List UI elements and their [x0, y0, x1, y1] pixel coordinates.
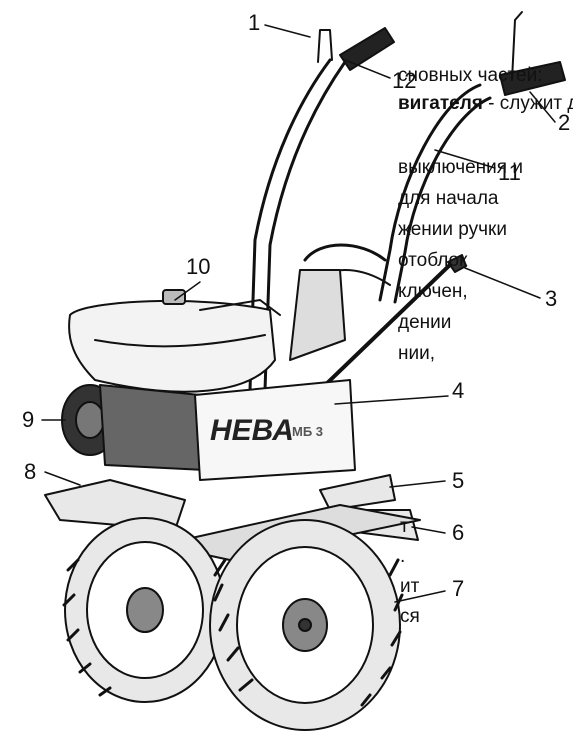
leader-3 — [464, 267, 541, 299]
right-grip — [499, 61, 566, 96]
text-line-10: т — [400, 516, 409, 537]
gear-shift-rod — [318, 258, 457, 392]
leader-11 — [434, 149, 496, 169]
text-line-7: ключен, — [398, 281, 468, 302]
text-line-4: для начала — [398, 188, 499, 209]
callout-8: 8 — [24, 459, 37, 484]
leader-7 — [394, 590, 446, 603]
text-line-2-rest: - служит для — [488, 93, 573, 114]
text-line-1: сновных частей: — [398, 65, 543, 86]
callout-10: 10 — [186, 254, 211, 279]
callout-5: 5 — [452, 468, 465, 493]
text-line-2: вигателя - служит для — [398, 92, 573, 115]
leader-8 — [44, 471, 81, 486]
fuel-cap — [162, 289, 186, 305]
text-line-11: . — [400, 546, 406, 567]
leader-1 — [264, 24, 311, 38]
text-line-8: дении — [398, 312, 452, 333]
leader-10 — [174, 281, 201, 301]
text-line-5: жении ручки — [398, 219, 507, 240]
transmission-cover — [194, 379, 356, 481]
left-handle-bar — [248, 58, 332, 392]
callout-12: 12 — [392, 68, 417, 93]
text-line-3: выключения и — [398, 157, 523, 178]
text-line-9: нии, — [398, 343, 435, 364]
callout-1: 1 — [248, 10, 261, 35]
brand-logo: НЕВА — [210, 414, 294, 447]
leader-6 — [411, 526, 446, 534]
callout-3: 3 — [545, 286, 558, 311]
clutch-lever — [317, 29, 333, 63]
text-line-2-bold: вигателя — [398, 93, 483, 114]
leader-5 — [389, 480, 446, 488]
throttle-lever — [511, 11, 523, 81]
left-grip — [339, 27, 395, 71]
callout-2: 2 — [558, 110, 571, 135]
callout-7: 7 — [452, 576, 465, 601]
model-logo: МБ 3 — [292, 424, 323, 439]
text-line-12: ит — [400, 576, 420, 597]
handle-column — [289, 269, 346, 361]
right-handle-bar — [378, 83, 482, 302]
leader-2 — [529, 91, 556, 123]
text-line-6: отоблок — [398, 250, 468, 271]
leader-4 — [334, 395, 449, 405]
callout-6: 6 — [452, 520, 465, 545]
callout-4: 4 — [452, 378, 465, 403]
fender — [319, 474, 396, 511]
text-line-13: ся — [400, 606, 420, 627]
leader-12 — [344, 59, 391, 79]
callout-11: 11 — [498, 160, 521, 185]
callout-9: 9 — [22, 407, 35, 432]
